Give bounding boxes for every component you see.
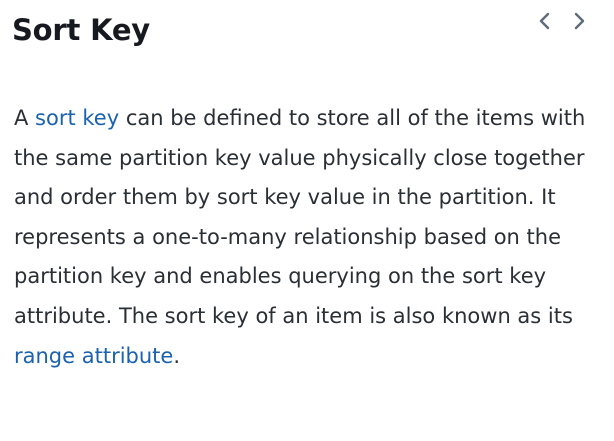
previous-button[interactable] [534, 8, 554, 34]
panel-navigation [534, 8, 590, 34]
description-paragraph: A sort key can be defined to store all o… [14, 99, 594, 376]
sort-key-link[interactable]: sort key [35, 106, 120, 130]
chevron-right-icon [574, 12, 585, 30]
description-suffix: . [173, 343, 181, 368]
panel-header: Sort Key [12, 8, 594, 48]
description-prefix: A [14, 106, 36, 130]
panel-title: Sort Key [12, 13, 151, 47]
description-middle: can be defined to store all of the items… [14, 106, 586, 328]
range-attribute-link[interactable]: range attribute [14, 343, 174, 368]
next-button[interactable] [570, 8, 590, 34]
chevron-left-icon [539, 12, 550, 30]
